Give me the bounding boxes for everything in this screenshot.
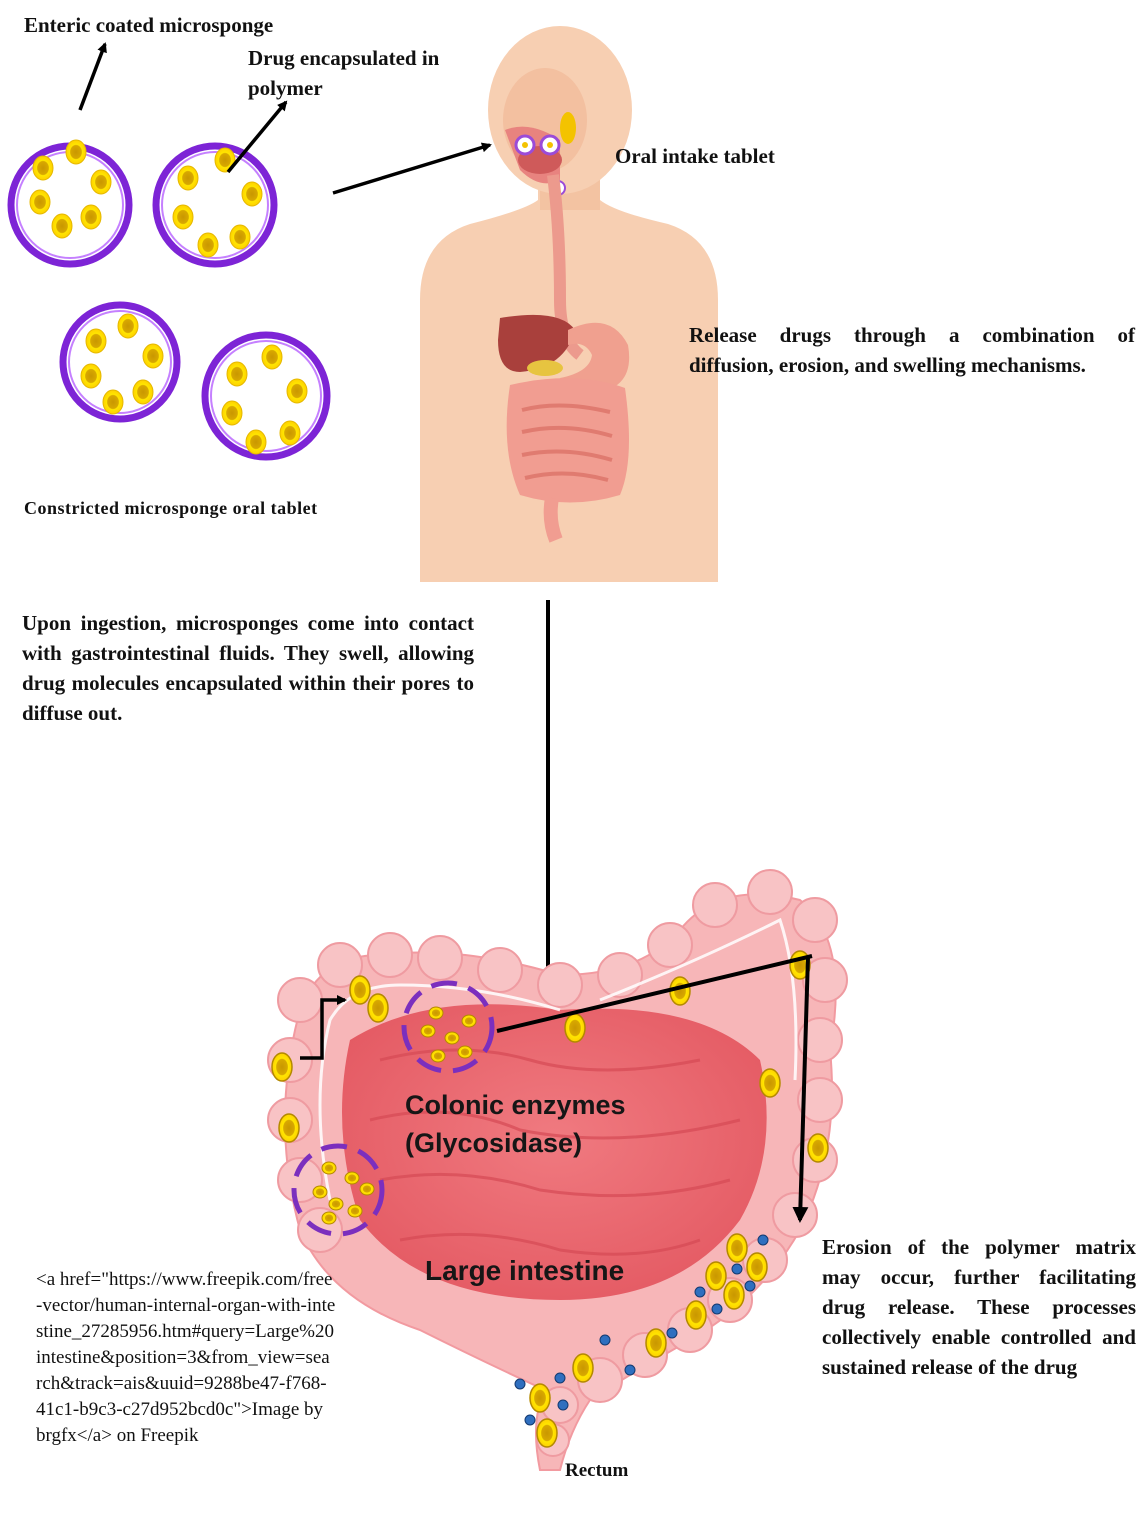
label-rectum: Rectum	[565, 1456, 628, 1486]
label-erosion: Erosion of the polymer matrix may occur,…	[822, 1232, 1136, 1382]
label-drug-encapsulated: Drug encapsulated in polymer	[248, 43, 488, 103]
microsponge-icon	[205, 335, 327, 457]
to-mouth-arrow	[333, 145, 490, 193]
enteric-pointer-arrow	[80, 44, 105, 110]
human-body-icon	[420, 26, 718, 582]
label-enteric: Enteric coated microsponge	[24, 10, 273, 40]
colonic-enzymes-line2: (Glycosidase)	[405, 1124, 626, 1162]
label-ingestion: Upon ingestion, microsponges come into c…	[22, 608, 474, 728]
label-colonic-enzymes: Colonic enzymes (Glycosidase)	[405, 1086, 626, 1162]
microsponge-icon	[63, 305, 177, 419]
colonic-enzymes-line1: Colonic enzymes	[405, 1086, 626, 1124]
image-credit: <a href="https://www.freepik.com/free-ve…	[36, 1267, 336, 1449]
label-constricted: Constricted microsponge oral tablet	[24, 493, 318, 523]
label-oral-intake: Oral intake tablet	[615, 141, 775, 171]
microsponge-icon	[156, 146, 274, 264]
label-release-mechanisms: Release drugs through a combination of d…	[689, 320, 1135, 380]
label-large-intestine: Large intestine	[425, 1255, 624, 1287]
microsponge-icon	[11, 140, 129, 264]
large-intestine-icon	[268, 870, 847, 1470]
